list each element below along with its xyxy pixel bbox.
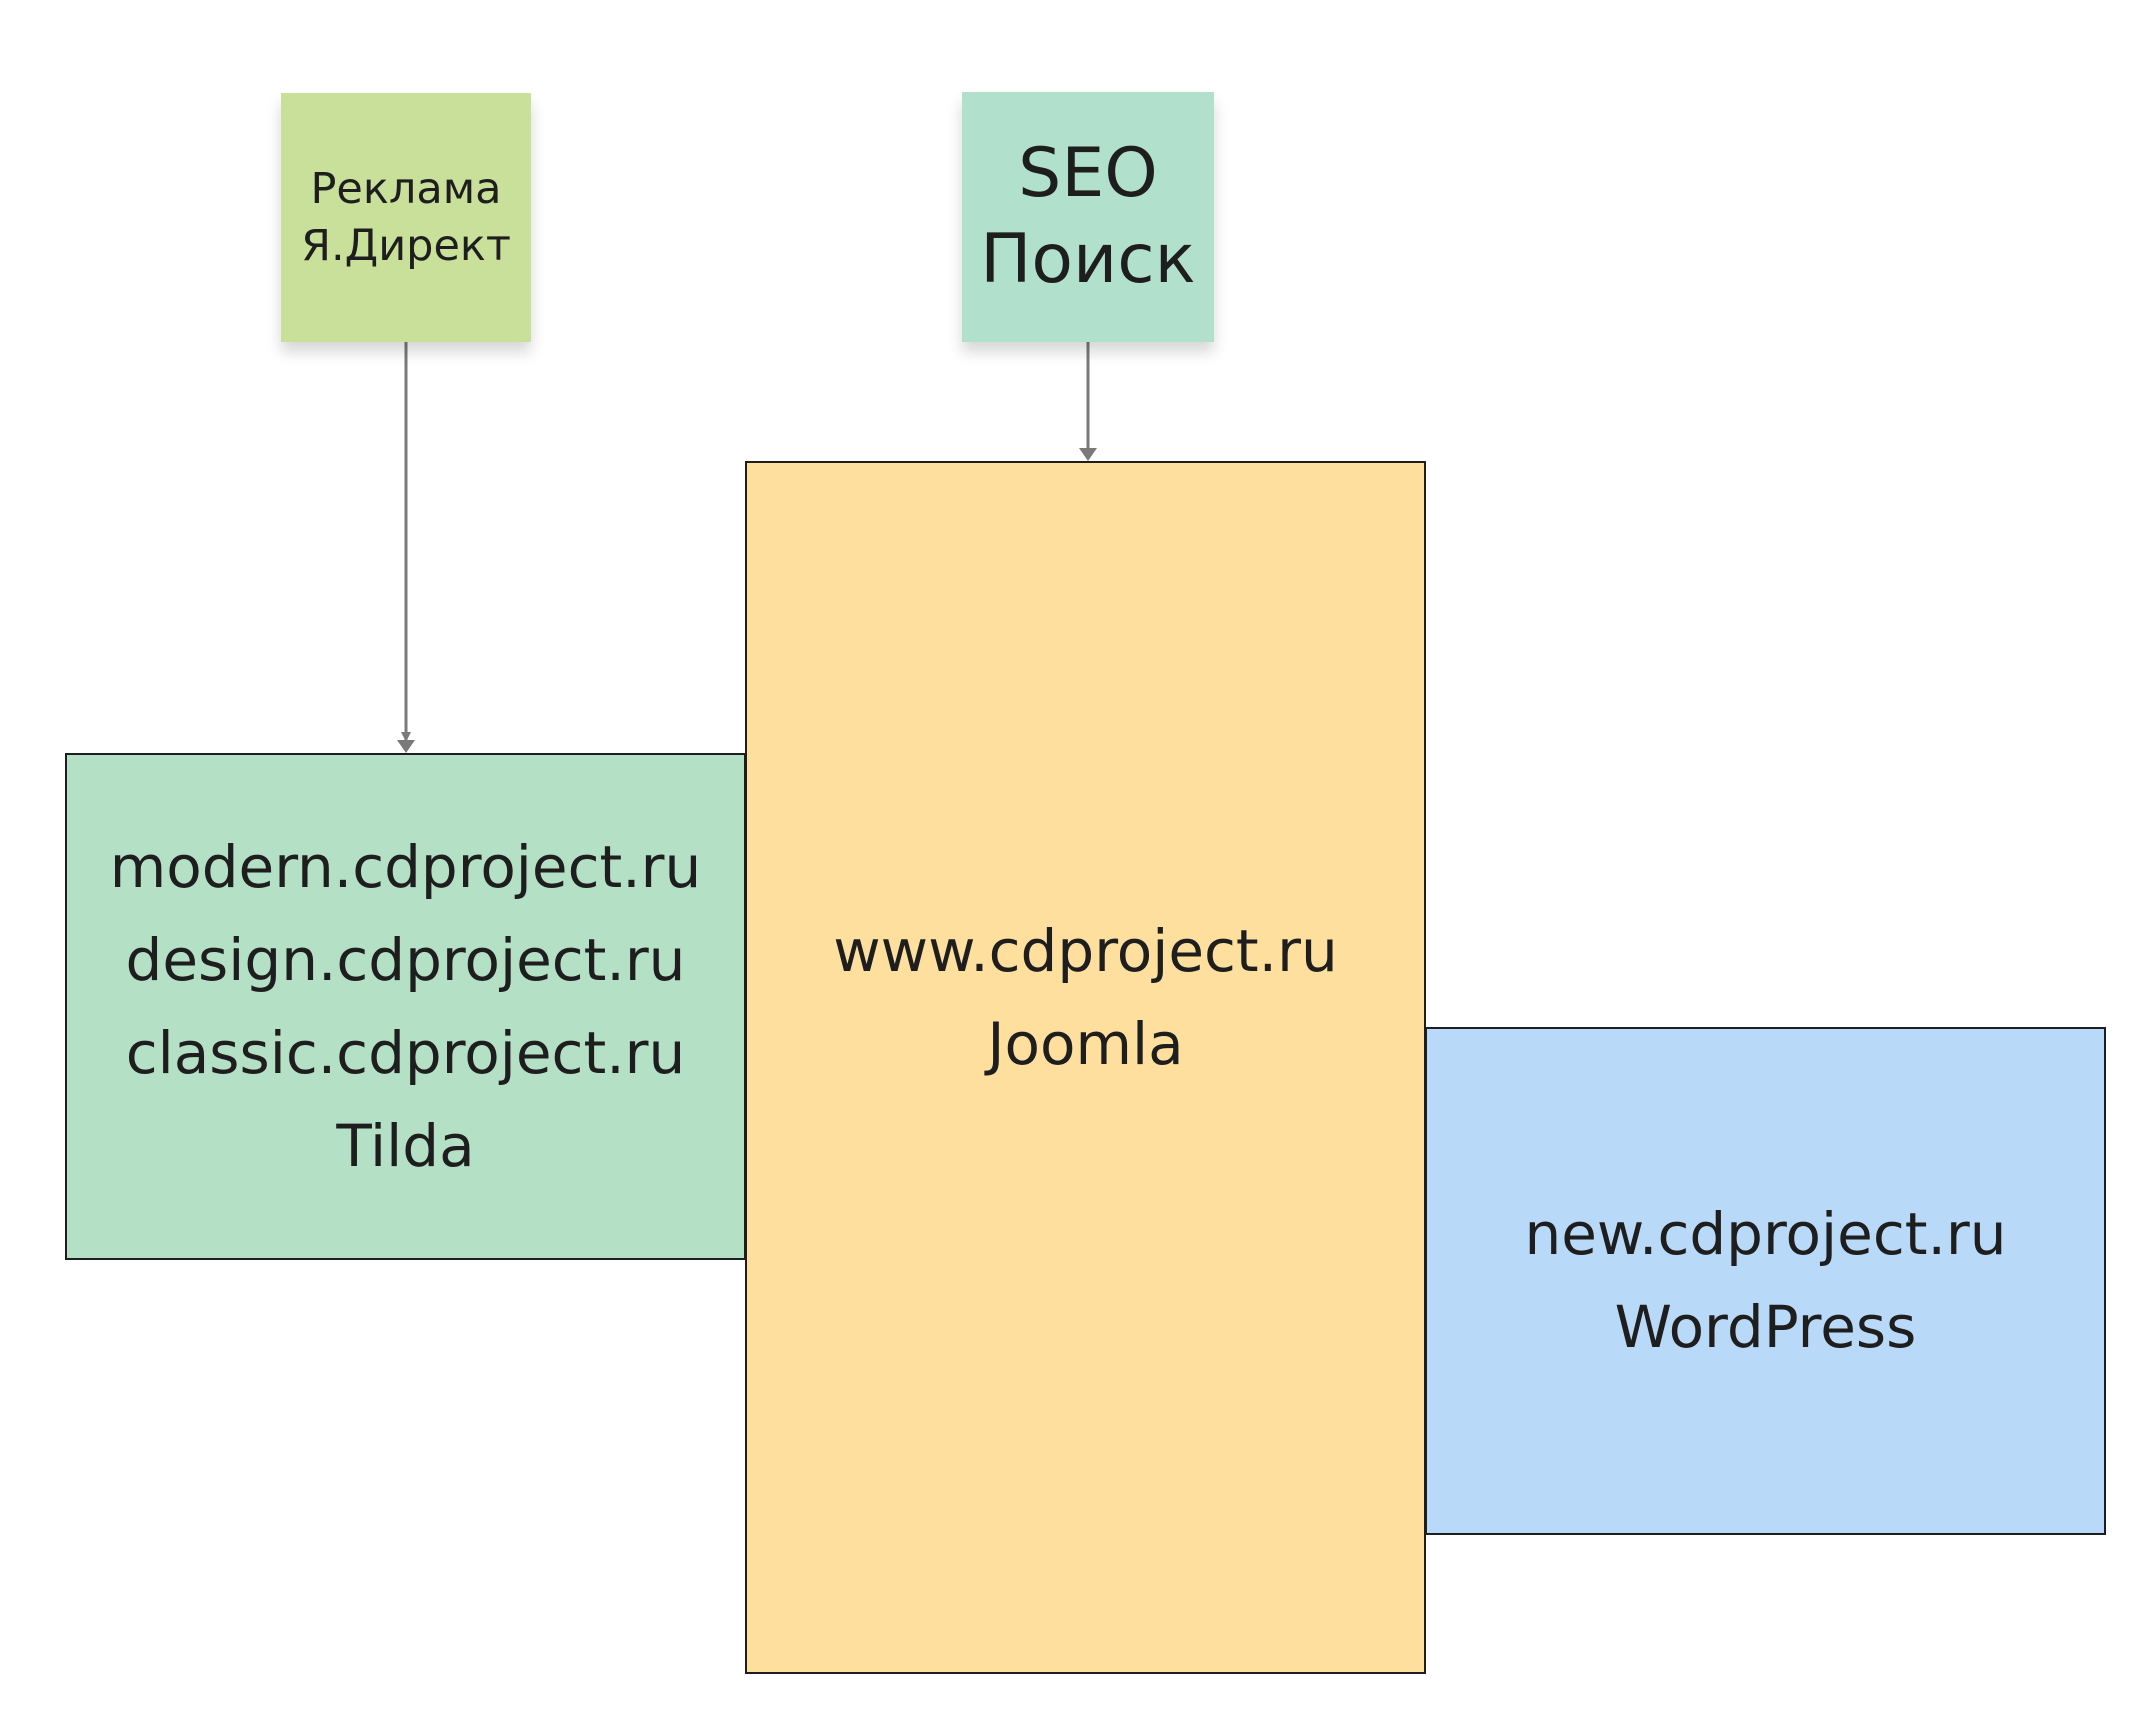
sticky-note-ads-line-1: Реклама (310, 163, 502, 214)
box-wordpress-site[interactable]: new.cdproject.ru WordPress (1425, 1027, 2106, 1535)
box-tilda-line-1: modern.cdproject.ru (109, 832, 702, 901)
sticky-note-ads-line-2: Я.Директ (301, 220, 511, 271)
box-joomla-line-2: Joomla (987, 1009, 1184, 1078)
box-joomla-site[interactable]: www.cdproject.ru Joomla (745, 461, 1426, 1674)
edge-ads-to-tilda-arrowhead (397, 740, 415, 753)
box-joomla-line-1: www.cdproject.ru (833, 916, 1338, 985)
box-tilda-line-3: classic.cdproject.ru (125, 1018, 686, 1087)
sticky-note-seo[interactable]: SEO Поиск (962, 92, 1214, 342)
box-tilda-sites[interactable]: modern.cdproject.ru design.cdproject.ru … (65, 753, 746, 1260)
sticky-note-ads[interactable]: Реклама Я.Директ (281, 93, 531, 342)
box-tilda-line-4: Tilda (336, 1111, 475, 1180)
box-wordpress-line-1: new.cdproject.ru (1524, 1200, 2007, 1268)
edge-seo-to-joomla-arrowhead (1079, 448, 1097, 461)
sticky-note-seo-line-2: Поиск (980, 220, 1196, 299)
sticky-note-seo-line-1: SEO (1018, 134, 1158, 213)
box-tilda-line-2: design.cdproject.ru (125, 925, 686, 994)
box-wordpress-line-2: WordPress (1614, 1293, 1917, 1361)
